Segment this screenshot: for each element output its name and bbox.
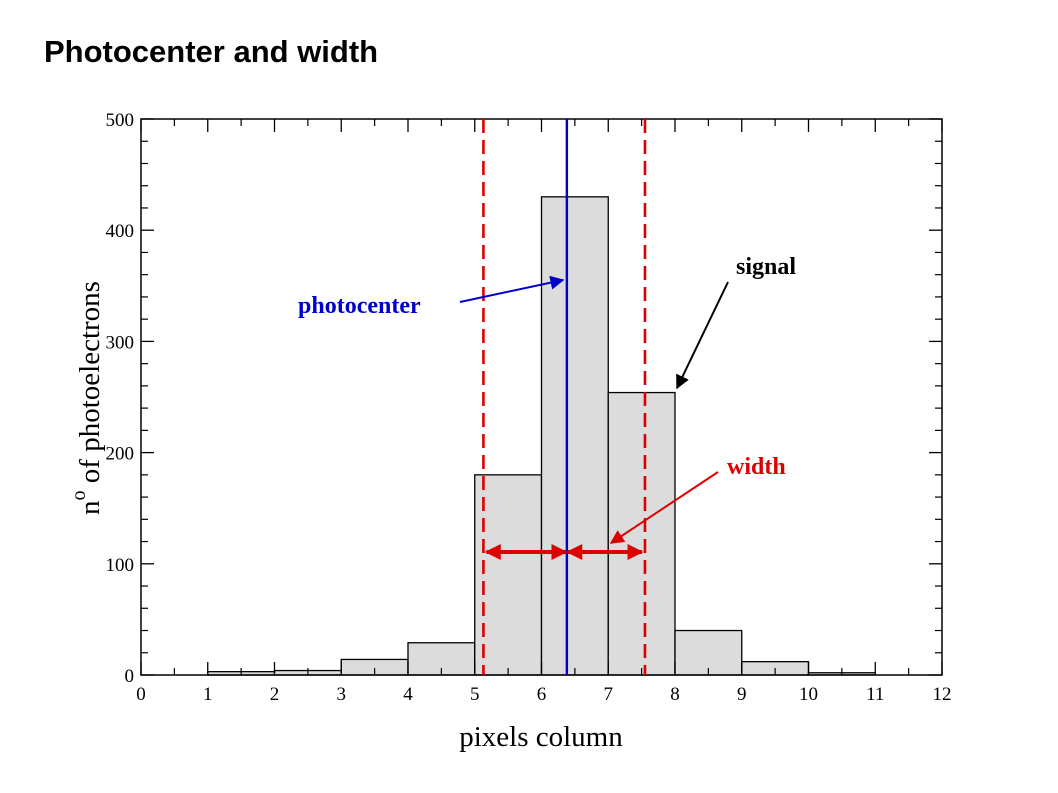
x-tick-label: 7 bbox=[604, 684, 614, 705]
x-tick-label: 6 bbox=[537, 684, 547, 705]
y-tick-label: 400 bbox=[106, 221, 135, 242]
axis-ticks bbox=[140, 118, 943, 676]
marker-lines bbox=[482, 119, 647, 675]
y-tick-label: 500 bbox=[106, 110, 135, 131]
x-tick-label: 5 bbox=[470, 684, 480, 705]
photocenter-arrow bbox=[459, 275, 565, 303]
x-tick-label: 3 bbox=[337, 684, 347, 705]
x-tick-label: 2 bbox=[270, 684, 280, 705]
x-tick-label: 11 bbox=[866, 684, 884, 705]
signal-arrow bbox=[676, 281, 729, 390]
width-arrow bbox=[609, 471, 719, 544]
annotations: photocenter signal width bbox=[298, 254, 796, 544]
x-tick-label: 10 bbox=[799, 684, 818, 705]
x-tick-label: 12 bbox=[933, 684, 952, 705]
y-axis-label-prefix: n bbox=[74, 500, 106, 515]
x-axis-label: pixels column bbox=[459, 721, 623, 753]
page-title: Photocenter and width bbox=[44, 34, 379, 69]
width-annotation: width bbox=[727, 454, 786, 480]
x-tick-label: 9 bbox=[737, 684, 747, 705]
photocenter-annotation: photocenter bbox=[298, 293, 421, 319]
histogram-bar bbox=[607, 391, 676, 676]
y-tick-label: 200 bbox=[106, 444, 135, 465]
plot-frame bbox=[140, 118, 943, 676]
x-tick-label: 0 bbox=[136, 684, 146, 705]
y-axis-label-superscript: o bbox=[68, 490, 90, 500]
histogram-bar bbox=[674, 629, 743, 676]
x-tick-label: 4 bbox=[403, 684, 413, 705]
x-tick-label: 8 bbox=[670, 684, 680, 705]
y-axis-label: no of photoelectrons bbox=[68, 281, 106, 515]
y-axis-label-suffix: of photoelectrons bbox=[74, 281, 106, 490]
signal-annotation: signal bbox=[736, 254, 796, 280]
histogram-bar bbox=[474, 474, 543, 676]
y-tick-label: 300 bbox=[106, 332, 135, 353]
y-tick-label: 0 bbox=[125, 666, 135, 687]
histogram-bar bbox=[540, 196, 609, 676]
y-tick-label: 100 bbox=[106, 555, 135, 576]
x-tick-label: 1 bbox=[203, 684, 213, 705]
